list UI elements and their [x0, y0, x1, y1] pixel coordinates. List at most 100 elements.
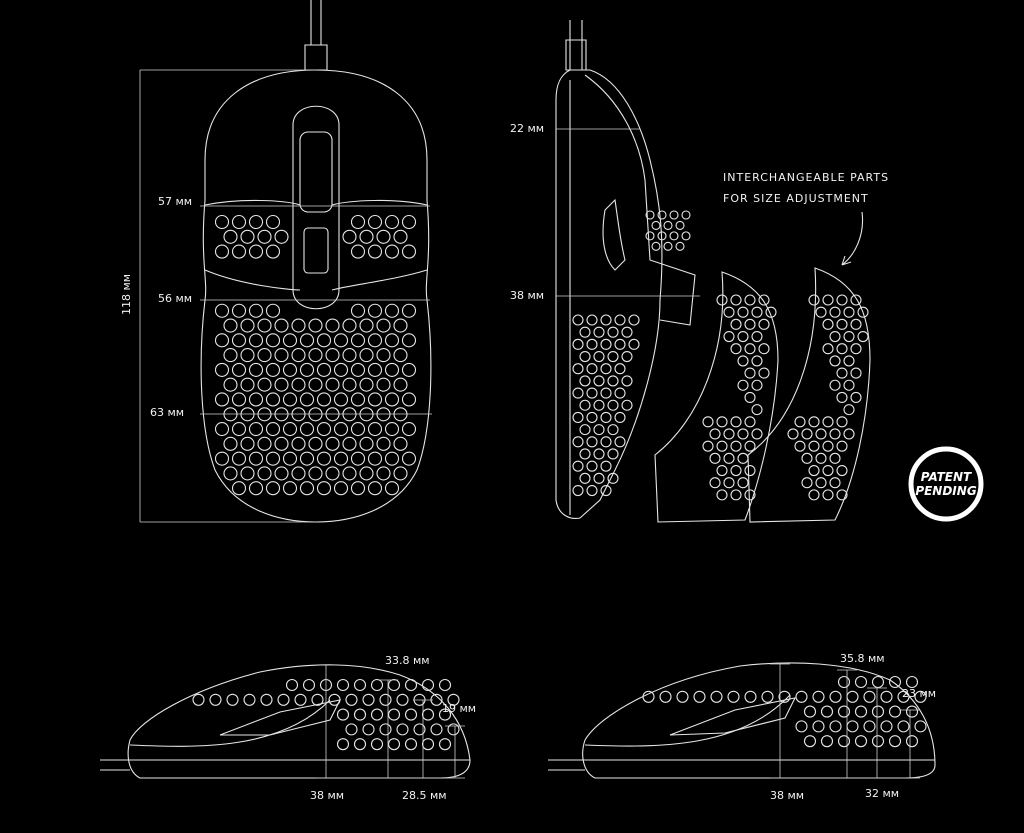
hole — [914, 720, 927, 733]
hole — [914, 690, 927, 703]
profile-right-outline — [582, 662, 936, 779]
hole — [384, 392, 400, 407]
hole — [248, 362, 264, 377]
hole — [730, 440, 742, 452]
hole — [265, 214, 281, 230]
hole — [586, 411, 598, 423]
profile-left-dist-rear: 38 мм — [310, 789, 344, 802]
hole — [291, 348, 306, 363]
hole — [758, 343, 770, 355]
hole — [345, 693, 358, 706]
hole — [240, 318, 255, 333]
hole — [730, 416, 742, 428]
hole — [730, 294, 742, 306]
hole — [843, 379, 855, 391]
hole — [600, 387, 612, 399]
hole — [401, 214, 417, 230]
hole — [350, 214, 366, 230]
hole — [260, 693, 273, 706]
hole — [333, 362, 349, 377]
hole — [353, 738, 367, 751]
hole — [854, 705, 868, 718]
hole — [231, 244, 247, 259]
hole — [812, 720, 825, 733]
hole — [621, 375, 633, 387]
hole — [744, 690, 757, 703]
hole — [265, 333, 281, 348]
hole — [393, 348, 408, 363]
hole — [897, 720, 910, 733]
hole — [751, 404, 763, 416]
hole — [607, 399, 619, 411]
hole — [350, 244, 366, 259]
hole — [758, 367, 770, 379]
hole — [325, 377, 340, 392]
hole — [223, 377, 238, 392]
hole — [274, 436, 289, 451]
profile-right-side-button — [669, 697, 796, 736]
hole — [854, 735, 868, 748]
profile-right-dimension-lines — [770, 663, 920, 779]
hole — [744, 416, 756, 428]
hole — [401, 392, 417, 407]
note-line-2: FOR SIZE ADJUSTMENT — [723, 192, 869, 205]
hole — [815, 452, 827, 464]
hole — [751, 330, 763, 343]
hole — [350, 422, 366, 437]
hole — [359, 318, 374, 333]
hole — [384, 303, 400, 318]
side-view: 22 мм 38 мм INTERCHANGEABLE PARTS FOR SI… — [510, 20, 888, 523]
hole — [401, 244, 417, 259]
hole — [836, 464, 848, 477]
hole — [744, 391, 756, 403]
profile-right-height-max: 35.8 мм — [840, 652, 885, 665]
hole — [871, 675, 885, 689]
hole — [843, 330, 855, 343]
hole — [843, 306, 855, 318]
hole — [299, 481, 315, 496]
hole — [871, 705, 885, 718]
hole — [401, 303, 417, 318]
hole — [888, 675, 902, 689]
profile-right-holes — [642, 675, 927, 748]
hole — [836, 318, 848, 330]
hole — [248, 214, 264, 230]
hole — [572, 363, 584, 375]
hole — [836, 440, 848, 452]
hole — [231, 303, 247, 318]
hole — [438, 708, 452, 721]
hole — [350, 333, 366, 348]
hole — [837, 735, 851, 748]
hole — [822, 343, 834, 355]
hole — [257, 229, 272, 244]
hole — [282, 333, 298, 348]
hole — [600, 460, 612, 472]
top-view-holes — [214, 214, 417, 496]
hole — [863, 690, 876, 703]
hole — [758, 318, 770, 330]
hole — [723, 330, 735, 343]
interchangeable-part-holes — [702, 294, 869, 501]
scroll-wheel — [299, 131, 333, 213]
hole — [880, 720, 893, 733]
hole — [586, 363, 598, 375]
hole — [277, 693, 290, 706]
hole — [794, 416, 806, 428]
hole — [871, 735, 885, 748]
hole — [308, 318, 323, 333]
hole — [730, 343, 742, 355]
profile-right-lines — [548, 694, 935, 771]
hole — [282, 481, 298, 496]
hole — [645, 210, 655, 220]
hole — [376, 318, 391, 333]
hole — [829, 720, 842, 733]
hole — [384, 333, 400, 348]
width-mid-label: 56 мм — [158, 292, 192, 305]
profile-left-dist-front: 28.5 мм — [402, 789, 447, 802]
hole — [384, 451, 400, 466]
hole — [376, 229, 391, 244]
hole — [751, 306, 763, 318]
hole — [342, 377, 357, 392]
hole — [681, 210, 691, 220]
